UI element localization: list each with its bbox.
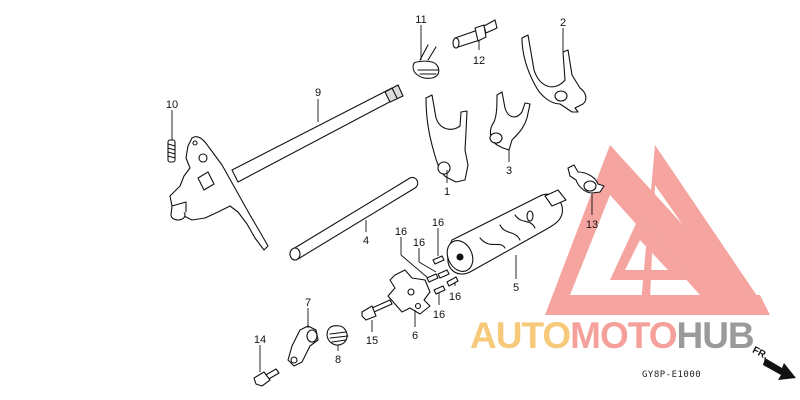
- callout-5: 5: [512, 282, 520, 294]
- callout-12: 12: [472, 55, 486, 67]
- part-10-return-spring: [167, 139, 176, 163]
- watermark-word-hub: HUB: [676, 315, 754, 356]
- callout-2: 2: [559, 17, 567, 29]
- watermark-brand: AUTOMOTOHUB: [470, 315, 755, 356]
- leader-lines: [171, 25, 593, 372]
- part-16-dowel-pins: [426, 255, 459, 295]
- callout-16e: 16: [432, 309, 446, 321]
- callout-9: 9: [314, 87, 322, 99]
- callout-6: 6: [411, 330, 419, 342]
- callout-16c: 16: [412, 237, 426, 249]
- callout-7: 7: [304, 297, 312, 309]
- part-9-shift-spindle: [169, 84, 404, 251]
- drawing-code: GY8P-E1000: [642, 370, 702, 380]
- callout-16a: 16: [431, 217, 445, 229]
- part-8-spring: [326, 325, 349, 346]
- part-13-stopper-plate: [567, 164, 605, 194]
- part-6-drum-center: [387, 269, 431, 315]
- callout-8: 8: [334, 354, 342, 366]
- part-15-bolt: [361, 299, 393, 321]
- part-3-shift-fork: [489, 91, 531, 151]
- part-12-pin-bolt: [452, 19, 498, 49]
- callout-16d: 16: [448, 291, 462, 303]
- part-7-stopper-arm: [287, 325, 319, 367]
- watermark-word-moto: MOTO: [570, 315, 677, 356]
- part-1-shift-fork: [425, 94, 469, 183]
- watermark-word-auto: AUTO: [470, 315, 571, 356]
- callout-15: 15: [365, 335, 379, 347]
- part-4-fork-shaft: [289, 176, 419, 261]
- callout-10: 10: [165, 99, 179, 111]
- callout-11: 11: [415, 14, 427, 26]
- callout-14: 14: [253, 334, 267, 346]
- callout-16b: 16: [394, 226, 408, 238]
- callout-4: 4: [362, 235, 370, 247]
- callout-1: 1: [443, 186, 451, 198]
- front-direction-arrow: [763, 358, 796, 380]
- part-5-shift-drum: [446, 189, 567, 275]
- callout-13: 13: [585, 219, 599, 231]
- part-14-bolt: [253, 368, 280, 387]
- part-2-shift-fork: [521, 34, 587, 113]
- part-11-spring: [412, 44, 440, 79]
- callout-3: 3: [505, 165, 513, 177]
